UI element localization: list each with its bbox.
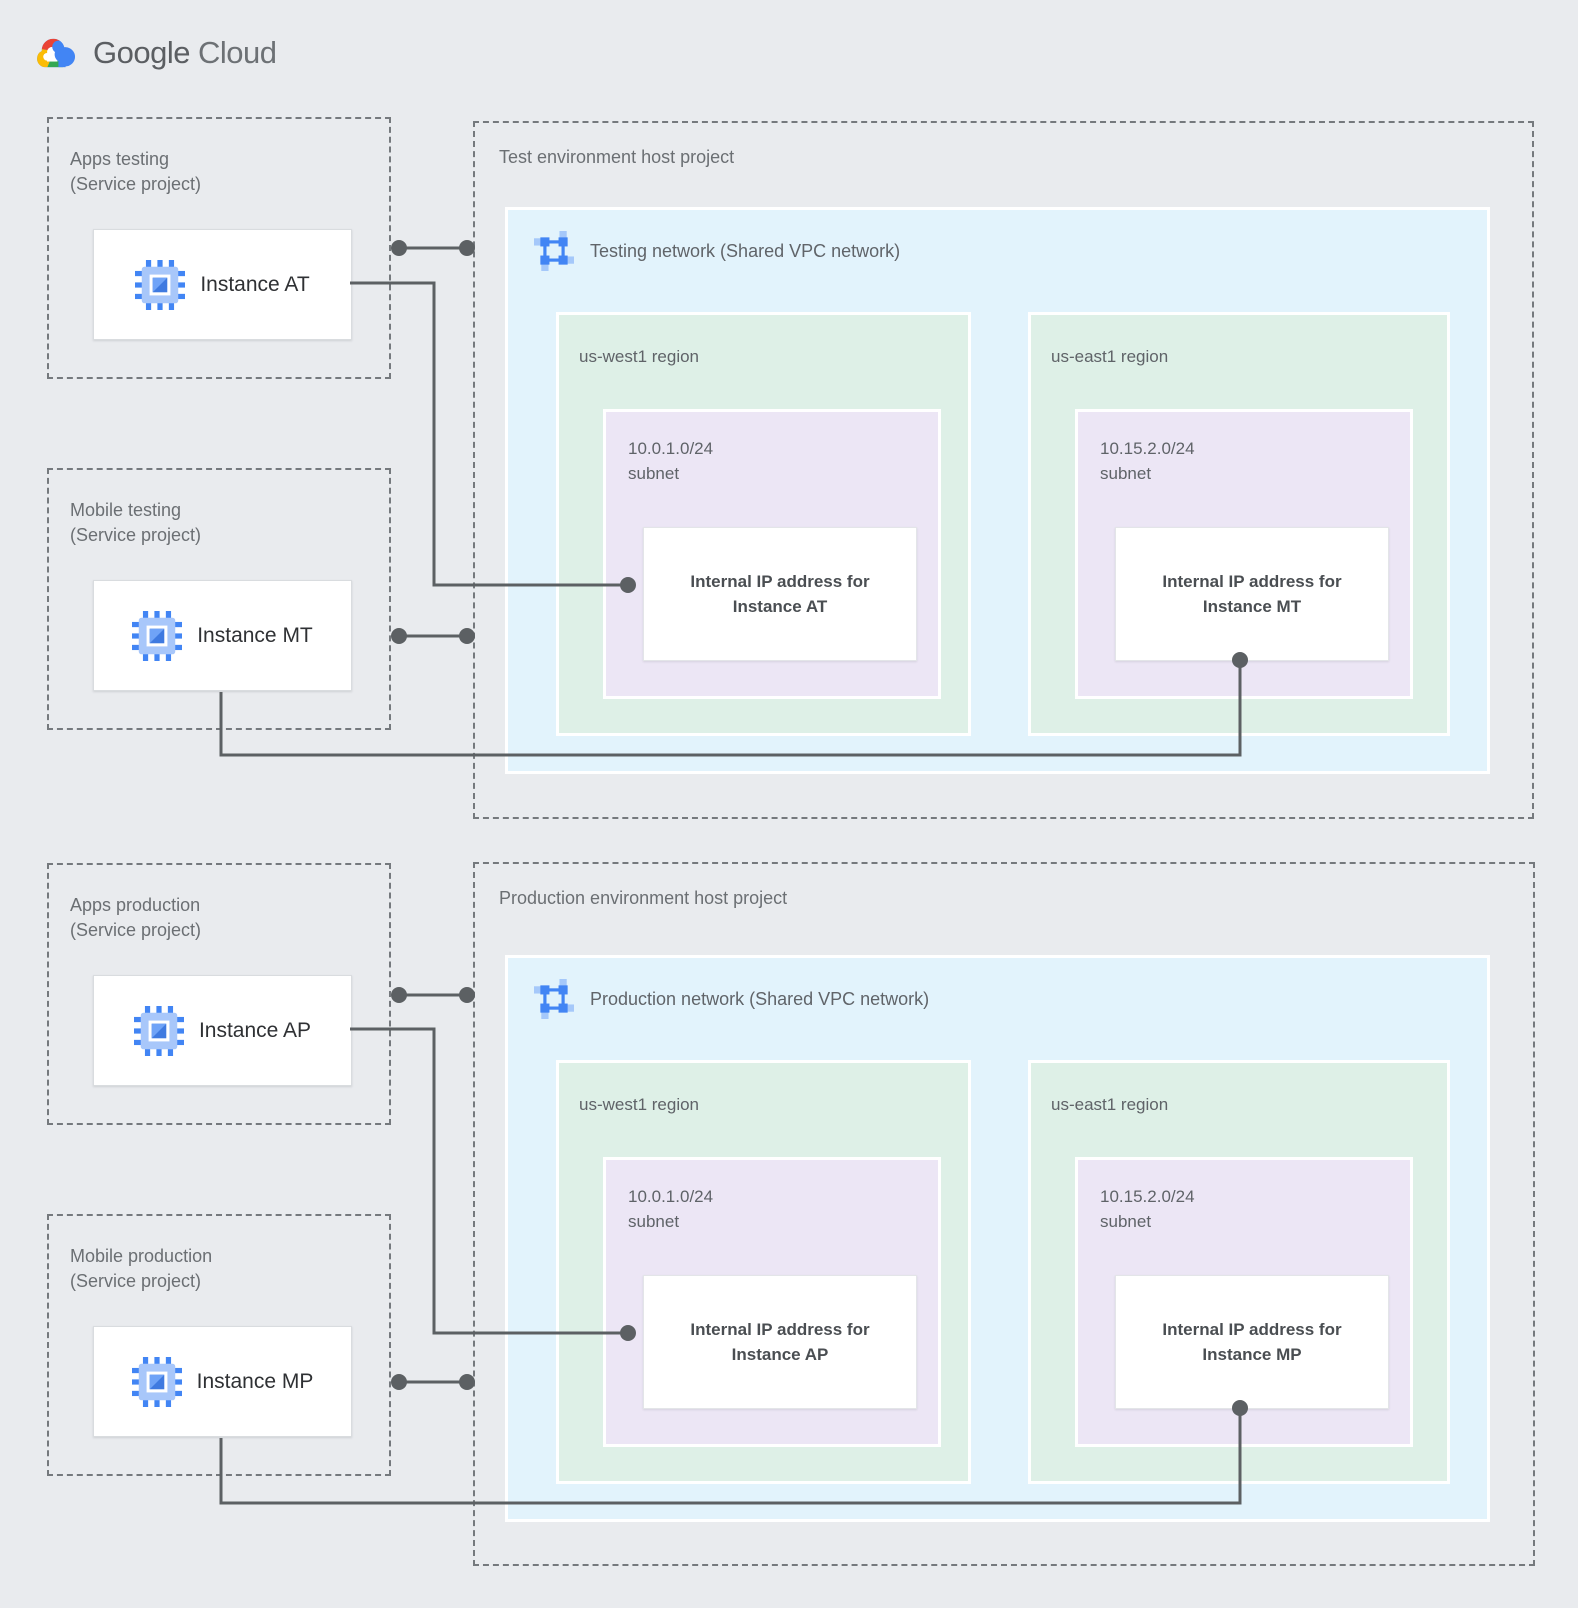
google-cloud-logo-icon	[37, 38, 76, 68]
subnet-cidr: 10.15.2.0/24	[1100, 1187, 1195, 1206]
ip-label-line2: Instance MP	[1202, 1345, 1302, 1364]
compute-engine-icon	[135, 259, 186, 310]
region-label: us-east1 region	[1051, 347, 1169, 366]
instance-card-mp: Instance MP	[93, 1326, 352, 1437]
logo-brand-text: Google	[93, 35, 190, 70]
service-project-mobile-testing: Mobile testing (Service project) Instanc…	[47, 468, 391, 730]
service-project-apps-testing: Apps testing (Service project) Instance …	[47, 117, 391, 379]
subnet-cidr: 10.15.2.0/24	[1100, 439, 1195, 458]
subnet-label: 10.0.1.0/24 subnet	[628, 436, 713, 486]
service-project-name: Apps testing	[70, 149, 170, 169]
region-label: us-west1 region	[579, 1095, 700, 1114]
ip-label: Internal IP address for Instance AT	[690, 569, 869, 619]
subnet-us-east1-production: 10.15.2.0/24 subnet Internal IP address …	[1075, 1157, 1413, 1447]
ip-label-line2: Instance AP	[731, 1345, 829, 1364]
service-project-label: Apps testing (Service project)	[70, 147, 201, 197]
ip-box-instance-mp: Internal IP address for Instance MP	[1115, 1275, 1389, 1409]
instance-label: Instance AT	[200, 272, 310, 296]
ip-label-line1: Internal IP address for	[690, 572, 870, 591]
region-us-west1-production: us-west1 region 10.0.1.0/24 subnet Inter…	[556, 1060, 971, 1484]
ip-label: Internal IP address for Instance MP	[1162, 1317, 1341, 1367]
instance-card-ap: Instance AP	[93, 975, 352, 1086]
ip-label-line2: Instance MT	[1202, 597, 1302, 616]
ip-box-instance-ap: Internal IP address for Instance AP	[643, 1275, 917, 1409]
vpc-network-icon	[534, 231, 574, 271]
ip-box-instance-mt: Internal IP address for Instance MT	[1115, 527, 1389, 661]
service-project-name: Mobile production	[70, 1246, 213, 1266]
vpc-network-icon	[534, 979, 574, 1019]
service-project-name: Apps production	[70, 895, 201, 915]
subnet-word: subnet	[1100, 1212, 1152, 1231]
network-testing: Testing network (Shared VPC network) us-…	[505, 207, 1490, 774]
compute-engine-icon	[131, 1356, 182, 1407]
region-label: us-west1 region	[579, 347, 700, 366]
service-project-name: Mobile testing	[70, 500, 182, 520]
subnet-cidr: 10.0.1.0/24	[628, 439, 714, 458]
subnet-us-west1-test: 10.0.1.0/24 subnet Internal IP address f…	[603, 409, 941, 699]
service-project-label: Apps production (Service project)	[70, 893, 201, 943]
compute-engine-icon	[133, 1005, 184, 1056]
link-apps-production-to-host	[391, 987, 475, 1003]
compute-engine-icon	[132, 610, 183, 661]
instance-card-at: Instance AT	[93, 229, 352, 340]
link-mobile-testing-to-host	[391, 628, 475, 644]
subnet-label: 10.15.2.0/24 subnet	[1100, 436, 1195, 486]
link-mobile-production-to-host	[391, 1374, 475, 1390]
subnet-word: subnet	[1100, 464, 1152, 483]
subnet-label: 10.0.1.0/24 subnet	[628, 1184, 713, 1234]
subnet-word: subnet	[628, 1212, 680, 1231]
ip-label-line1: Internal IP address for	[1162, 572, 1342, 591]
host-project-title: Production environment host project	[499, 888, 788, 908]
ip-label: Internal IP address for Instance AP	[690, 1317, 869, 1367]
ip-label-line1: Internal IP address for	[1162, 1320, 1342, 1339]
network-label: Production network (Shared VPC network)	[590, 988, 930, 1009]
subnet-us-east1-test: 10.15.2.0/24 subnet Internal IP address …	[1075, 409, 1413, 699]
region-us-east1-production: us-east1 region 10.15.2.0/24 subnet Inte…	[1028, 1060, 1450, 1484]
network-header: Production network (Shared VPC network)	[534, 979, 929, 1019]
region-us-west1-test: us-west1 region 10.0.1.0/24 subnet Inter…	[556, 312, 971, 736]
network-header: Testing network (Shared VPC network)	[534, 231, 900, 271]
network-production: Production network (Shared VPC network) …	[505, 955, 1490, 1522]
service-project-subtitle: (Service project)	[70, 174, 202, 194]
ip-label: Internal IP address for Instance MT	[1162, 569, 1341, 619]
service-project-apps-production: Apps production (Service project) Instan…	[47, 863, 391, 1125]
ip-label-line2: Instance AT	[732, 597, 828, 616]
network-label: Testing network (Shared VPC network)	[590, 240, 901, 261]
service-project-label: Mobile testing (Service project)	[70, 498, 201, 548]
service-project-label: Mobile production (Service project)	[70, 1244, 212, 1294]
service-project-subtitle: (Service project)	[70, 920, 202, 940]
instance-label: Instance MP	[196, 1369, 314, 1393]
service-project-mobile-production: Mobile production (Service project) Inst…	[47, 1214, 391, 1476]
instance-label: Instance AP	[198, 1018, 312, 1042]
link-apps-testing-to-host	[391, 240, 475, 256]
logo-product-text: Cloud	[197, 35, 277, 70]
ip-box-instance-at: Internal IP address for Instance AT	[643, 527, 917, 661]
service-project-subtitle: (Service project)	[70, 525, 202, 545]
subnet-cidr: 10.0.1.0/24	[628, 1187, 714, 1206]
region-us-east1-test: us-east1 region 10.15.2.0/24 subnet Inte…	[1028, 312, 1450, 736]
region-label: us-east1 region	[1051, 1095, 1169, 1114]
subnet-word: subnet	[628, 464, 680, 483]
host-project-title: Test environment host project	[499, 147, 735, 167]
subnet-label: 10.15.2.0/24 subnet	[1100, 1184, 1195, 1234]
subnet-us-west1-production: 10.0.1.0/24 subnet Internal IP address f…	[603, 1157, 941, 1447]
ip-label-line1: Internal IP address for	[690, 1320, 870, 1339]
service-project-subtitle: (Service project)	[70, 1271, 202, 1291]
instance-label: Instance MT	[197, 623, 313, 647]
instance-card-mt: Instance MT	[93, 580, 352, 691]
